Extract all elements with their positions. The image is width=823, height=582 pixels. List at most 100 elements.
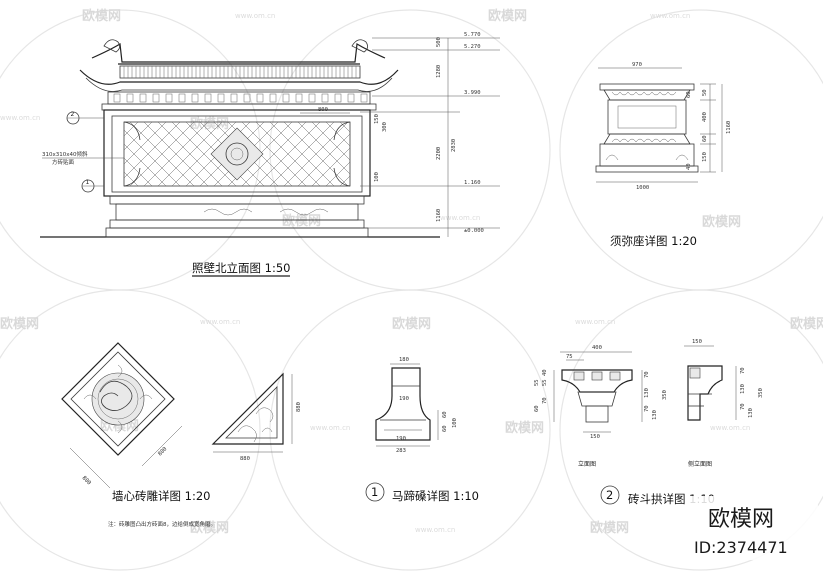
bracket-side-dim-130a: 130 xyxy=(740,384,746,394)
bracket-dim-70b: 70 xyxy=(644,371,650,378)
bracket-side-block xyxy=(689,367,701,379)
detail-callout-2-number: 2 xyxy=(606,488,613,502)
plinth-dim-60: 60 xyxy=(702,135,708,142)
bracket-side-profile xyxy=(687,365,723,421)
bracket-front-base xyxy=(585,405,609,423)
detail-callout-1 xyxy=(365,482,385,502)
architrave xyxy=(101,103,377,111)
brand-logo-text: 欧模网 xyxy=(708,507,774,532)
plinth-base-block xyxy=(599,143,695,167)
bracket-side-dim-350: 350 xyxy=(758,388,764,398)
plinth-detail-drawing: 970 1000 400 50 60 150 1160 60 40 须弥座详图 … xyxy=(595,62,732,248)
carving-triangle-motif xyxy=(237,407,274,443)
panel-carving-drawing: 800 800 880 880 墙心砖雕详图 1:20 注：砖雕图凸出方砖面8，… xyxy=(61,342,302,528)
bracket-band xyxy=(107,91,371,105)
wall-panel xyxy=(123,121,351,187)
bracket-dim-55b: 55 xyxy=(534,379,540,386)
dim-150: 150 xyxy=(374,114,380,124)
bracket-side-dim-70b: 70 xyxy=(740,403,746,410)
panel-tile-note: 310x310x40倾斜 xyxy=(42,150,88,158)
ridge-ornament-right xyxy=(351,39,368,53)
plinth-dim-60b: 60 xyxy=(686,91,692,98)
carving-diamond-inner xyxy=(70,351,166,447)
watermark-brand: 欧模网 xyxy=(190,520,229,536)
brand-logo-block: 欧模网 ID:2374471 xyxy=(690,496,818,560)
plinth-dim-1000: 1000 xyxy=(636,185,649,191)
roof-eaves xyxy=(79,69,399,85)
center-carving-diamond xyxy=(210,127,264,181)
plinth-top xyxy=(109,195,365,205)
front-view-subtitle: 立面图 xyxy=(578,460,596,468)
watermark-url: www.om.cn xyxy=(575,318,615,326)
level-3990: 3.990 xyxy=(464,90,481,96)
dim-500: 500 xyxy=(436,37,442,47)
dim-1160: 1160 xyxy=(436,209,442,222)
watermark-brand: 欧模网 xyxy=(190,116,229,132)
corner-ornaments xyxy=(123,121,351,187)
plinth-dim-1160: 1160 xyxy=(726,121,732,134)
watermark-brand: 欧模网 xyxy=(0,316,39,332)
bracket-dim-70a: 70 xyxy=(542,397,548,404)
plinth-detail-title: 须弥座详图 1:20 xyxy=(610,234,697,248)
brand-id-text: ID:2374471 xyxy=(694,538,788,557)
hoof-dim-100: 100 xyxy=(452,418,458,428)
dim-300: 300 xyxy=(382,122,388,132)
bracket-block-left xyxy=(573,371,585,381)
dim-1280: 1280 xyxy=(436,65,442,78)
bracket-dim-400: 400 xyxy=(592,345,602,351)
diagonal-tile-grid xyxy=(124,122,350,186)
level-0000: ±0.000 xyxy=(464,228,484,234)
triangle-dim-880h: 880 xyxy=(240,456,250,462)
plinth-base xyxy=(105,227,369,238)
hoof-dim-190b: 190 xyxy=(396,436,406,442)
bracket-dim-55a: 55 xyxy=(542,379,548,386)
center-carving-medallion xyxy=(225,142,249,166)
plinth-dim-150: 150 xyxy=(702,152,708,162)
plinth-waist xyxy=(115,203,359,221)
bracket-side-dim-150: 150 xyxy=(692,339,702,345)
watermark-url: www.om.cn xyxy=(0,114,40,122)
bracket-dim-350: 350 xyxy=(662,390,668,400)
watermark-brand: 欧模网 xyxy=(392,316,431,332)
plinth-cap xyxy=(599,83,695,91)
detail-callout-1-number: 1 xyxy=(371,485,378,499)
bracket-front-arm xyxy=(577,391,617,407)
plinth-dim-50: 50 xyxy=(702,89,708,96)
carving-dragon-motif xyxy=(99,380,133,411)
hoof-profile xyxy=(375,367,431,441)
triangle-dim-880v: 880 xyxy=(296,402,302,412)
level-5770: 5.770 xyxy=(464,32,481,38)
watermark-brand: 欧模网 xyxy=(488,8,527,24)
ridge-ornament-left xyxy=(103,39,120,53)
bracket-dim-130b: 130 xyxy=(652,410,658,420)
roof-ridge xyxy=(91,43,386,63)
plinth-footing xyxy=(595,165,699,173)
hoof-dim-190a: 190 xyxy=(399,396,409,402)
carving-dim-800b: 800 xyxy=(157,446,168,457)
carving-dim-800a: 800 xyxy=(81,475,92,486)
watermark-brand: 欧模网 xyxy=(790,316,823,332)
section-marker-1-label: 1 xyxy=(86,179,90,186)
watermark-text-group: 欧模网 www.om.cn 欧模网 www.om.cn 欧模网 www.om.c… xyxy=(0,8,823,536)
roof-tiles xyxy=(123,66,357,78)
carving-triangle-inner xyxy=(225,386,278,439)
watermark-arcs xyxy=(0,9,823,571)
carving-diamond xyxy=(61,342,175,456)
north-elevation-title: 照壁北立面图 1:50 xyxy=(192,261,290,275)
bracket-side-dim-70a: 70 xyxy=(740,367,746,374)
plinth-base-curl xyxy=(605,154,689,161)
carving-triangle-corner xyxy=(211,372,284,445)
hoof-corner-title: 马蹄磉详图 1:10 xyxy=(392,489,479,503)
side-view-subtitle: 侧立面图 xyxy=(688,460,712,468)
dim-2200: 2200 xyxy=(436,147,442,160)
watermark-url: www.om.cn xyxy=(310,424,350,432)
watermark-brand: 欧模网 xyxy=(702,214,741,230)
bracket-side-dim-130b: 130 xyxy=(748,408,754,418)
bracket-dim-75: 75 xyxy=(566,354,573,360)
dim-100: 100 xyxy=(374,172,380,182)
hoof-dim-60a: 60 xyxy=(442,411,448,418)
roof-eaves-lower xyxy=(85,77,393,92)
watermark-brand: 欧模网 xyxy=(282,213,321,229)
carving-dragon-medallion xyxy=(91,372,145,426)
bracket-dim-60: 60 xyxy=(534,405,540,412)
